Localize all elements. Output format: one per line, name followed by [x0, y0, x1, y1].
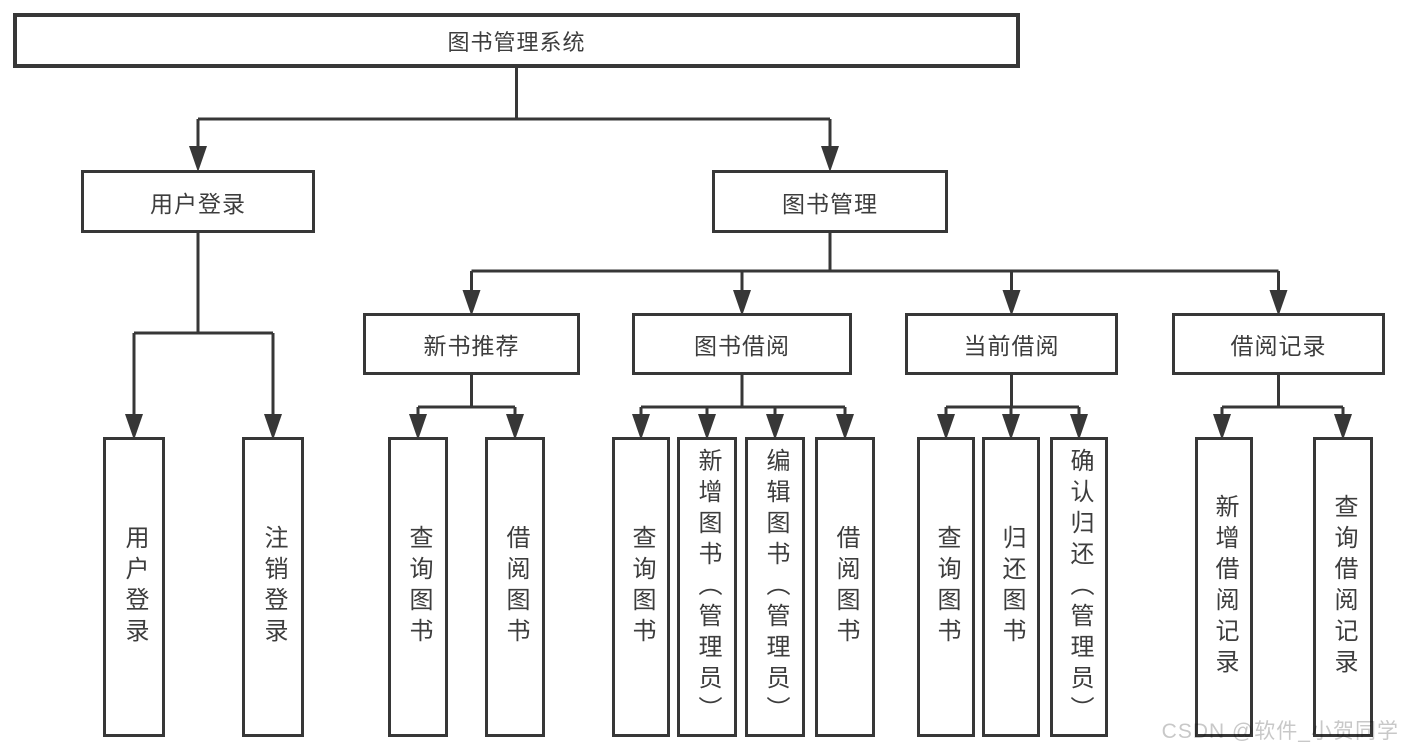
- leaf-label: 借阅图书: [502, 525, 529, 649]
- connector-root-to-level2: [189, 68, 839, 172]
- node-user-login-label: 用户登录: [150, 190, 246, 217]
- leaf-add-borrow-record: 新增借阅记录: [1195, 437, 1253, 737]
- leaf-label: 编辑图书（管理员）: [762, 447, 789, 727]
- connector-borrow-records-to-leaves: [1213, 375, 1352, 440]
- connector-book-borrow-to-leaves: [632, 375, 854, 440]
- leaf-borrow-books-recommend: 借阅图书: [485, 437, 545, 737]
- leaf-label: 确认归还（管理员）: [1066, 447, 1093, 727]
- leaf-query-books-borrow: 查询图书: [612, 437, 670, 737]
- node-book-borrow-label: 图书借阅: [694, 333, 790, 359]
- leaf-label: 归还图书: [998, 525, 1025, 649]
- node-book-management-label: 图书管理: [782, 190, 878, 217]
- leaf-label: 查询图书: [933, 525, 960, 649]
- leaf-label: 查询图书: [405, 525, 432, 649]
- leaf-logout: 注销登录: [242, 437, 304, 737]
- node-root-label: 图书管理系统: [447, 29, 586, 55]
- leaf-confirm-return-admin: 确认归还（管理员）: [1050, 437, 1108, 737]
- node-new-book-recommend: 新书推荐: [363, 313, 580, 375]
- leaf-query-books-recommend: 查询图书: [388, 437, 448, 737]
- leaf-query-books-current: 查询图书: [917, 437, 975, 737]
- node-user-login: 用户登录: [81, 170, 315, 233]
- leaf-add-books-admin: 新增图书（管理员）: [677, 437, 737, 737]
- node-new-book-recommend-label: 新书推荐: [423, 333, 520, 359]
- leaf-borrow-books: 借阅图书: [815, 437, 875, 737]
- node-root-system: 图书管理系统: [13, 13, 1020, 68]
- node-borrow-records-label: 借阅记录: [1230, 333, 1327, 359]
- connector-current-borrow-to-leaves: [937, 375, 1088, 440]
- node-borrow-records: 借阅记录: [1172, 313, 1385, 375]
- leaf-return-books: 归还图书: [982, 437, 1040, 737]
- leaf-edit-books-admin: 编辑图书（管理员）: [745, 437, 805, 737]
- connector-user-login-to-leaves: [125, 233, 282, 440]
- node-book-borrow: 图书借阅: [632, 313, 852, 375]
- leaf-label: 注销登录: [260, 525, 287, 649]
- leaf-user-login: 用户登录: [103, 437, 165, 737]
- leaf-label: 查询借阅记录: [1330, 494, 1357, 680]
- leaf-label: 用户登录: [121, 525, 148, 649]
- connector-book-management-to-level3: [462, 233, 1288, 316]
- leaf-label: 新增借阅记录: [1211, 494, 1238, 680]
- connector-new-book-recommend-to-leaves: [409, 375, 524, 440]
- leaf-query-borrow-record: 查询借阅记录: [1313, 437, 1373, 737]
- node-book-management: 图书管理: [712, 170, 948, 233]
- leaf-label: 新增图书（管理员）: [694, 447, 721, 727]
- leaf-label: 借阅图书: [832, 525, 859, 649]
- leaf-label: 查询图书: [628, 525, 655, 649]
- node-current-borrow-label: 当前借阅: [963, 333, 1060, 359]
- csdn-watermark: CSDN @软件_小贺同学: [1161, 720, 1399, 743]
- node-current-borrow: 当前借阅: [905, 313, 1118, 375]
